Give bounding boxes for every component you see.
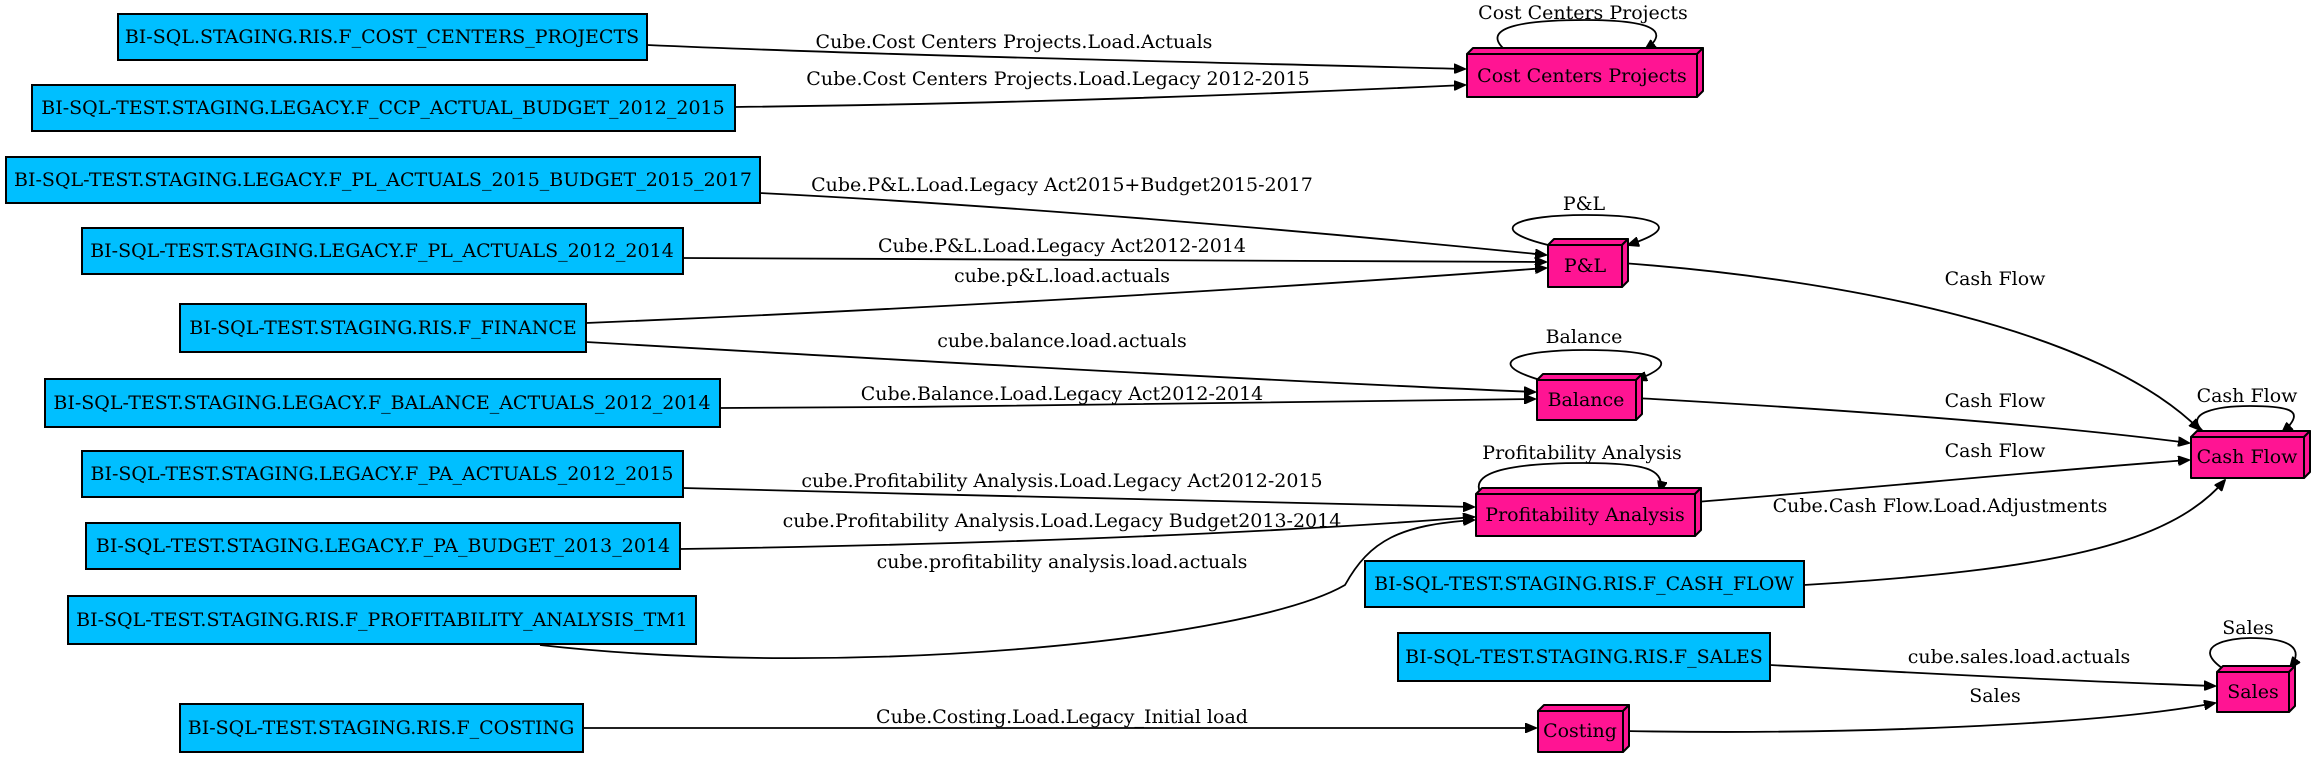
edge-loop <box>1511 214 1660 245</box>
edge-path <box>646 44 1465 69</box>
node-label: BI-SQL-TEST.STAGING.RIS.F_CASH_FLOW <box>1374 573 1794 595</box>
edge-label: Cube.Balance.Load.Legacy Act2012-2014 <box>861 383 1264 405</box>
cube-node[interactable]: P&L <box>1547 238 1629 288</box>
cube-nodes: Cost Centers Projects P&L Balance Profit… <box>1466 47 2311 753</box>
edge-label: Cube.P&L.Load.Legacy Act2012-2014 <box>878 235 1246 257</box>
edge-path <box>1803 480 2225 586</box>
source-node[interactable]: BI-SQL-TEST.STAGING.LEGACY.F_PL_ACTUALS_… <box>5 156 761 204</box>
edge-label: cube.balance.load.actuals <box>937 330 1186 352</box>
node-label: Profitability Analysis <box>1485 504 1684 526</box>
edge-label: P&L <box>1563 193 1606 215</box>
edge-label: Cube.P&L.Load.Legacy Act2015+Budget2015-… <box>811 174 1313 196</box>
source-nodes: BI-SQL.STAGING.RIS.F_COST_CENTERS_PROJEC… <box>5 13 1805 753</box>
node-label: BI-SQL-TEST.STAGING.LEGACY.F_PA_BUDGET_2… <box>96 535 670 557</box>
node-label: BI-SQL-TEST.STAGING.LEGACY.F_BALANCE_ACT… <box>53 392 710 414</box>
source-node[interactable]: BI-SQL-TEST.STAGING.RIS.F_SALES <box>1397 632 1771 682</box>
edge-label: Profitability Analysis <box>1482 442 1681 464</box>
edge-label: Cube.Cash Flow.Load.Adjustments <box>1773 495 2108 517</box>
edge-path <box>719 399 1535 409</box>
edge-loop <box>1496 19 1658 50</box>
source-node[interactable]: BI-SQL.STAGING.RIS.F_COST_CENTERS_PROJEC… <box>117 13 648 61</box>
edge-path <box>679 517 1474 550</box>
node-label: BI-SQL-TEST.STAGING.LEGACY.F_PL_ACTUALS_… <box>14 169 752 191</box>
edge-loop <box>1509 349 1663 380</box>
edge-label: Cash Flow <box>1945 390 2047 412</box>
edge-label: cube.Profitability Analysis.Load.Legacy … <box>801 470 1322 492</box>
edge-path <box>1635 397 2189 443</box>
cube-node[interactable]: Cash Flow <box>2190 430 2311 479</box>
edge-label: cube.sales.load.actuals <box>1908 646 2131 668</box>
node-label: Costing <box>1543 720 1617 742</box>
node-label: Cash Flow <box>2197 446 2299 468</box>
source-node[interactable]: BI-SQL-TEST.STAGING.RIS.F_COSTING <box>179 703 584 753</box>
edge-label: Cube.Cost Centers Projects.Load.Legacy 2… <box>806 68 1309 90</box>
source-node[interactable]: BI-SQL-TEST.STAGING.LEGACY.F_CCP_ACTUAL_… <box>31 84 736 132</box>
edge-path <box>1694 460 2189 503</box>
edge-path <box>539 520 1474 660</box>
edges: Cube.Cost Centers Projects.Load.Actuals … <box>539 2 2299 733</box>
edge-label: cube.Profitability Analysis.Load.Legacy … <box>783 510 1342 532</box>
node-label: BI-SQL-TEST.STAGING.LEGACY.F_PA_ACTUALS_… <box>91 463 674 485</box>
edge-path <box>682 258 1546 262</box>
edge-label: Balance <box>1546 326 1623 348</box>
node-label: BI-SQL.STAGING.RIS.F_COST_CENTERS_PROJEC… <box>125 26 639 48</box>
edge-loop <box>1477 462 1661 492</box>
edge-path <box>734 85 1465 108</box>
edge-label: Cash Flow <box>1945 268 2047 290</box>
node-label: BI-SQL-TEST.STAGING.RIS.F_SALES <box>1405 646 1763 668</box>
node-label: Cost Centers Projects <box>1477 65 1687 87</box>
source-node[interactable]: BI-SQL-TEST.STAGING.RIS.F_CASH_FLOW <box>1364 560 1805 608</box>
edge-path <box>1769 664 2215 686</box>
cube-node[interactable]: Balance <box>1536 373 1643 421</box>
source-node[interactable]: BI-SQL-TEST.STAGING.LEGACY.F_PA_ACTUALS_… <box>81 450 684 498</box>
edge-loop <box>2196 405 2295 433</box>
source-node[interactable]: BI-SQL-TEST.STAGING.LEGACY.F_PL_ACTUALS_… <box>81 227 684 275</box>
cube-node[interactable]: Costing <box>1537 704 1630 753</box>
edge-path <box>759 192 1546 255</box>
node-label: BI-SQL-TEST.STAGING.RIS.F_PROFITABILITY_… <box>76 609 688 631</box>
edge-path <box>1621 262 2200 430</box>
node-label: BI-SQL-TEST.STAGING.RIS.F_FINANCE <box>189 317 576 339</box>
edge-path <box>585 341 1535 392</box>
node-label: Sales <box>2227 681 2278 703</box>
node-label: BI-SQL-TEST.STAGING.LEGACY.F_PL_ACTUALS_… <box>90 240 674 262</box>
cube-node[interactable]: Sales <box>2216 665 2296 713</box>
edge-label: cube.profitability analysis.load.actuals <box>877 551 1248 573</box>
node-label: BI-SQL-TEST.STAGING.RIS.F_COSTING <box>188 717 575 739</box>
edge-label: Sales <box>1969 685 2020 707</box>
edge-label: Cash Flow <box>1945 440 2047 462</box>
cube-node[interactable]: Profitability Analysis <box>1475 487 1702 537</box>
edge-label: Cube.Cost Centers Projects.Load.Actuals <box>816 31 1213 53</box>
edge-label: cube.p&L.load.actuals <box>954 265 1170 287</box>
edge-path <box>682 487 1474 507</box>
source-node[interactable]: BI-SQL-TEST.STAGING.RIS.F_FINANCE <box>179 303 587 353</box>
edge-label: Cube.Costing.Load.Legacy_Initial load <box>876 706 1248 728</box>
source-node[interactable]: BI-SQL-TEST.STAGING.LEGACY.F_BALANCE_ACT… <box>44 378 721 428</box>
edge-label: Cost Centers Projects <box>1478 2 1688 24</box>
cube-node[interactable]: Cost Centers Projects <box>1466 47 1704 98</box>
node-label: P&L <box>1564 255 1607 277</box>
edge-label: Sales <box>2222 617 2273 639</box>
source-node[interactable]: BI-SQL-TEST.STAGING.LEGACY.F_PA_BUDGET_2… <box>85 522 681 570</box>
edge-loop <box>2209 637 2296 668</box>
edge-path <box>585 268 1546 324</box>
edge-path <box>1622 703 2215 733</box>
source-node[interactable]: BI-SQL-TEST.STAGING.RIS.F_PROFITABILITY_… <box>67 595 697 645</box>
edge-label: Cash Flow <box>2197 385 2299 407</box>
node-label: BI-SQL-TEST.STAGING.LEGACY.F_CCP_ACTUAL_… <box>41 97 724 119</box>
node-label: Balance <box>1548 389 1625 411</box>
